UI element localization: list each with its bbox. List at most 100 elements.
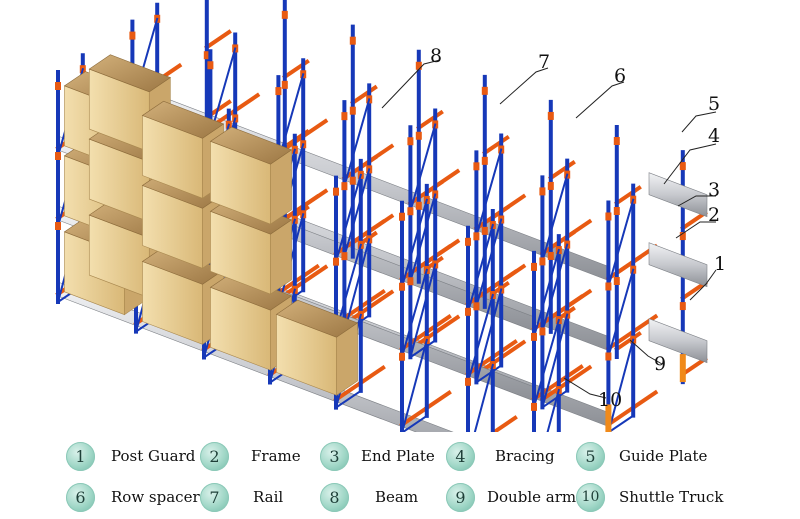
end-plate: [481, 226, 488, 235]
legend-item-bracing: 4 Bracing: [446, 440, 555, 472]
guide-plate: [648, 242, 708, 288]
end-plate: [481, 86, 488, 95]
bracing: [343, 168, 371, 258]
beam: [490, 339, 518, 360]
callout-4-number: 4: [708, 125, 720, 147]
pallet-top: [88, 54, 172, 93]
beam: [424, 244, 452, 265]
beam: [680, 210, 708, 231]
end-plate: [465, 377, 471, 386]
callout-9-number: 9: [654, 353, 666, 375]
end-plate: [407, 277, 414, 286]
end-plate: [129, 31, 136, 40]
beam: [556, 364, 584, 385]
beam: [292, 193, 320, 215]
beam: [498, 339, 527, 361]
bracing: [541, 389, 569, 409]
pallet-top: [141, 100, 225, 139]
end-plate: [613, 277, 620, 285]
bracing: [409, 193, 437, 283]
beam: [548, 160, 576, 181]
beam: [564, 218, 593, 240]
beam: [432, 314, 461, 336]
racking-diagram: 1 2 3 4 5 6 7 8: [55, 0, 726, 432]
end-plate: [473, 302, 480, 311]
legend-number-badge: 6: [66, 482, 95, 512]
end-plate: [605, 352, 612, 361]
bracing: [475, 364, 503, 384]
legend-number-badge: 8: [320, 482, 349, 512]
callout-6-number: 6: [614, 65, 626, 87]
beam: [498, 193, 527, 215]
legend-label: Guide Plate: [619, 447, 708, 465]
pallet-top: [209, 126, 293, 165]
guide-plate: [648, 172, 708, 218]
bracing: [466, 293, 495, 384]
end-plate: [605, 212, 612, 221]
end-plate: [539, 187, 546, 196]
legend: 1 Post Guard 2 Frame 3 End Plate 4 Braci…: [0, 432, 800, 519]
end-plate: [407, 137, 414, 146]
bracing: [401, 414, 429, 432]
bracing: [401, 338, 429, 432]
bracing: [541, 313, 569, 409]
end-plate: [349, 36, 356, 45]
beam: [366, 289, 395, 311]
legend-item-frame: 2 Frame: [200, 440, 301, 472]
callout-1-number: 1: [714, 253, 726, 275]
callout-10-number: 10: [598, 389, 622, 411]
end-plate: [415, 61, 422, 70]
end-plate: [275, 87, 282, 96]
bracing: [541, 173, 569, 263]
callout-5-number: 5: [708, 93, 720, 115]
beam: [232, 92, 261, 114]
end-plate: [547, 181, 554, 190]
end-plate: [531, 402, 537, 411]
beam: [366, 143, 395, 165]
beam: [490, 269, 518, 290]
end-plate: [207, 61, 214, 70]
end-plate: [281, 80, 288, 89]
beam: [432, 168, 461, 190]
beam: [300, 118, 329, 140]
beam: [680, 356, 708, 377]
callout-10: 10: [563, 377, 622, 411]
end-plate: [333, 257, 339, 266]
pallet-top: [209, 272, 293, 311]
callout-3: 3: [677, 179, 720, 207]
legend-label: Shuttle Truck: [619, 488, 724, 506]
end-plate: [203, 51, 210, 60]
end-plate: [415, 131, 422, 140]
end-plate: [333, 187, 339, 196]
legend-label: Row spacer: [111, 488, 200, 506]
legend-item-rail: 7 Rail: [200, 481, 283, 513]
end-plate: [55, 152, 61, 160]
callout-4: 4: [663, 125, 720, 185]
callout-2-number: 2: [708, 204, 720, 226]
bracing: [546, 388, 561, 432]
legend-item-double-arms: 9 Double arms: [446, 481, 584, 513]
beam: [490, 415, 518, 432]
legend-label: Double arms: [487, 488, 584, 506]
end-plate: [341, 252, 348, 261]
end-plate: [341, 112, 348, 121]
end-plate: [539, 257, 546, 266]
legend-item-shuttle-truck: 10 Shuttle Truck: [576, 481, 723, 513]
end-plate: [399, 212, 405, 221]
beam: [292, 263, 320, 285]
legend-number-badge: 10: [576, 482, 605, 512]
end-plate: [465, 307, 471, 316]
end-plate: [349, 106, 356, 115]
legend-item-post-guard: 1 Post Guard: [66, 440, 195, 472]
end-plate: [613, 137, 620, 145]
legend-item-end-plate: 3 End Plate: [320, 440, 435, 472]
beam: [358, 288, 386, 310]
beam: [614, 185, 642, 206]
end-plate: [539, 327, 546, 336]
end-plate: [473, 232, 480, 241]
bracing: [343, 98, 371, 188]
end-plate: [613, 207, 620, 215]
beam: [630, 389, 659, 411]
end-plate: [399, 352, 405, 361]
end-plate: [605, 282, 612, 291]
